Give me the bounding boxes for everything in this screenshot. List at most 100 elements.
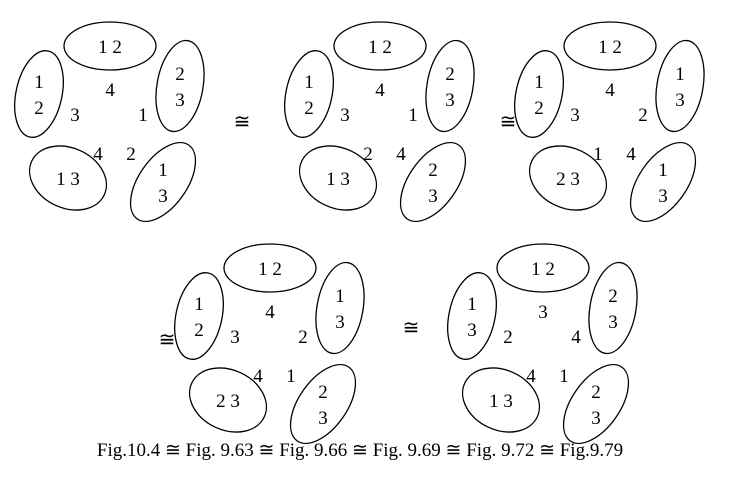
inner-label: 1 bbox=[286, 366, 296, 387]
set-oval bbox=[298, 145, 378, 211]
oval-label: 1 bbox=[194, 294, 204, 315]
set-oval bbox=[496, 243, 590, 293]
oval-label: 3 bbox=[318, 408, 328, 429]
oval-label: 3 bbox=[608, 312, 618, 333]
oval-label: 2 bbox=[591, 382, 601, 403]
set-oval bbox=[399, 142, 467, 222]
set-oval bbox=[425, 39, 475, 133]
oval-label: 2 bbox=[194, 320, 204, 341]
set-oval bbox=[588, 261, 638, 355]
inner-label: 4 bbox=[626, 144, 636, 165]
inner-label: 4 bbox=[396, 144, 406, 165]
set-oval bbox=[655, 39, 705, 133]
oval-label: 2 bbox=[34, 98, 44, 119]
oval-label: 3 bbox=[175, 90, 185, 111]
set-oval bbox=[333, 21, 427, 71]
inner-label: 2 bbox=[638, 105, 648, 126]
inner-label: 4 bbox=[571, 327, 581, 348]
oval-label: 1 3 bbox=[56, 169, 80, 190]
set-oval bbox=[188, 367, 268, 433]
oval-label: 1 bbox=[158, 160, 168, 181]
oval-label: 3 bbox=[158, 186, 168, 207]
oval-label: 1 2 bbox=[531, 259, 555, 280]
oval-label: 1 bbox=[34, 72, 44, 93]
inner-label: 4 bbox=[93, 144, 103, 165]
inner-label: 1 bbox=[138, 105, 148, 126]
oval-label: 1 2 bbox=[368, 37, 392, 58]
set-oval bbox=[284, 50, 334, 138]
set-oval bbox=[563, 21, 657, 71]
set-oval bbox=[315, 261, 365, 355]
oval-label: 1 bbox=[467, 294, 477, 315]
inner-label: 4 bbox=[265, 302, 275, 323]
oval-label: 2 bbox=[318, 382, 328, 403]
set-oval bbox=[514, 50, 564, 138]
oval-label: 3 bbox=[445, 90, 455, 111]
oval-label: 3 bbox=[467, 320, 477, 341]
inner-label: 1 bbox=[559, 366, 569, 387]
set-oval bbox=[528, 145, 608, 211]
set-oval bbox=[63, 21, 157, 71]
set-oval bbox=[28, 145, 108, 211]
oval-label: 1 bbox=[534, 72, 544, 93]
inner-label: 1 bbox=[408, 105, 418, 126]
oval-label: 2 3 bbox=[556, 169, 580, 190]
oval-label: 1 bbox=[335, 286, 345, 307]
inner-label: 3 bbox=[70, 105, 80, 126]
congruence-symbol: ≅ bbox=[500, 111, 517, 133]
set-oval bbox=[174, 272, 224, 360]
oval-label: 3 bbox=[428, 186, 438, 207]
set-oval bbox=[629, 142, 697, 222]
inner-label: 4 bbox=[105, 80, 115, 101]
inner-label: 3 bbox=[230, 327, 240, 348]
oval-label: 2 bbox=[428, 160, 438, 181]
inner-label: 4 bbox=[605, 80, 615, 101]
inner-label: 2 bbox=[126, 144, 136, 165]
oval-label: 2 bbox=[304, 98, 314, 119]
oval-label: 2 3 bbox=[216, 391, 240, 412]
set-oval bbox=[562, 364, 630, 444]
oval-label: 3 bbox=[658, 186, 668, 207]
inner-label: 3 bbox=[570, 105, 580, 126]
oval-label: 2 bbox=[534, 98, 544, 119]
congruence-symbol: ≅ bbox=[234, 111, 251, 133]
set-oval bbox=[447, 272, 497, 360]
set-oval bbox=[223, 243, 317, 293]
congruence-symbol: ≅ bbox=[159, 329, 176, 351]
oval-label: 1 bbox=[304, 72, 314, 93]
inner-label: 2 bbox=[298, 327, 308, 348]
oval-label: 1 3 bbox=[326, 169, 350, 190]
inner-label: 2 bbox=[503, 327, 513, 348]
inner-label: 2 bbox=[363, 144, 373, 165]
oval-label: 3 bbox=[591, 408, 601, 429]
inner-label: 3 bbox=[340, 105, 350, 126]
set-oval bbox=[155, 39, 205, 133]
set-oval bbox=[289, 364, 357, 444]
figure-caption: Fig.10.4 ≅ Fig. 9.63 ≅ Fig. 9.66 ≅ Fig. … bbox=[97, 440, 623, 461]
set-oval bbox=[129, 142, 197, 222]
congruence-symbols: ≅ ≅ ≅ ≅ bbox=[159, 111, 517, 351]
oval-label: 1 2 bbox=[98, 37, 122, 58]
oval-label: 3 bbox=[675, 90, 685, 111]
oval-label: 2 bbox=[445, 64, 455, 85]
inner-label: 4 bbox=[375, 80, 385, 101]
oval-label: 1 bbox=[658, 160, 668, 181]
inner-label: 4 bbox=[526, 366, 536, 387]
oval-label: 1 2 bbox=[258, 259, 282, 280]
set-oval bbox=[461, 367, 541, 433]
oval-label: 1 2 bbox=[598, 37, 622, 58]
set-oval bbox=[14, 50, 64, 138]
oval-label: 2 bbox=[175, 64, 185, 85]
congruence-symbol: ≅ bbox=[403, 317, 420, 339]
oval-label: 1 3 bbox=[489, 391, 513, 412]
inner-label: 1 bbox=[593, 144, 603, 165]
inner-label: 3 bbox=[538, 302, 548, 323]
inner-label: 4 bbox=[253, 366, 263, 387]
